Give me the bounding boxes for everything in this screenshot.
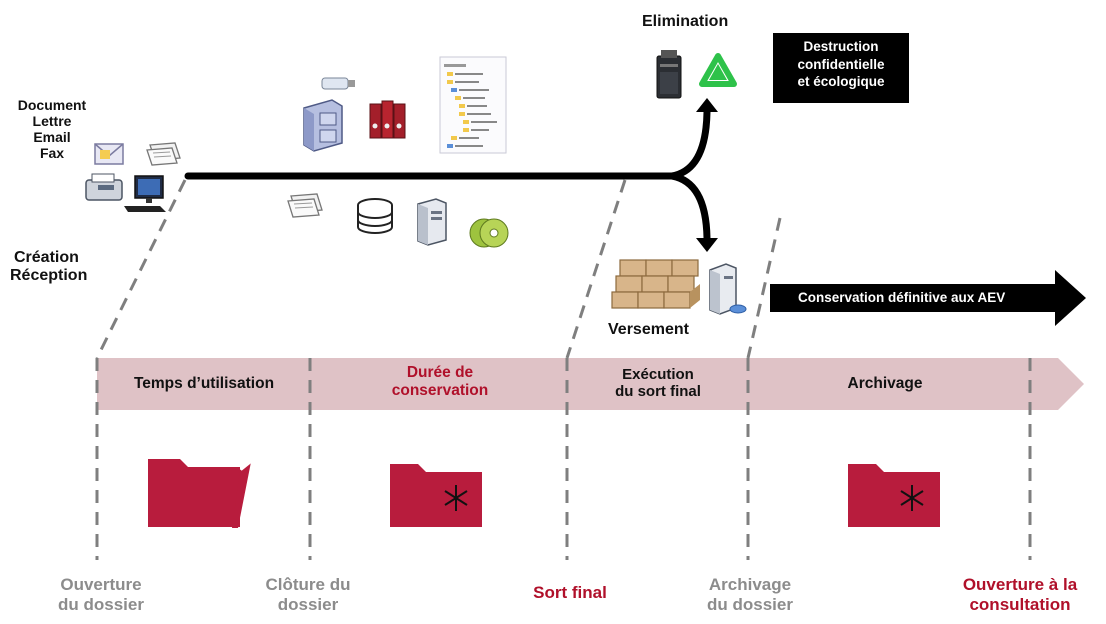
filing-cabinet-icon: [303, 99, 343, 152]
creation-line2: Réception: [10, 267, 88, 285]
binders-icon: [369, 100, 406, 139]
file-explorer-icon: [439, 56, 507, 154]
phase-retention-line1: Durée de: [406, 364, 474, 381]
milestone-consultation-line1: Ouverture à la: [962, 575, 1078, 594]
milestone-closing-line2: dossier: [277, 594, 339, 614]
fax-icon: [85, 173, 123, 201]
versement-label: Versement: [608, 321, 689, 338]
milestone-closing: Clôture du dossier: [238, 575, 378, 614]
folder-frozen-icon-2: [848, 464, 940, 527]
creation-line1: Création: [14, 249, 79, 266]
dash-line-start: [95, 179, 187, 359]
fork-down-arrowhead: [696, 238, 718, 252]
elimination-label: Elimination: [642, 13, 729, 30]
source-labels: Document Lettre Email Fax: [12, 97, 92, 161]
server-tower-icon: [417, 198, 447, 246]
source-email: Email: [33, 129, 71, 146]
phase-execution-line2: du sort final: [615, 383, 701, 401]
source-lettre: Lettre: [32, 113, 72, 130]
fork-up: [668, 108, 711, 180]
database-icon: [357, 198, 393, 234]
phase-execution: Exécution du sort final: [568, 366, 748, 401]
snowflake-icon-1: [444, 485, 468, 511]
fork-up-arrowhead: [696, 98, 718, 112]
conservation-arrow: [770, 270, 1086, 326]
destruction-line3: et écologique: [797, 74, 885, 90]
milestone-opening-line1: Ouverture: [60, 575, 142, 594]
archive-boxes-icon: [611, 259, 700, 309]
milestone-final: Sort final: [533, 583, 607, 602]
folder-open-icon: [148, 459, 252, 528]
destruction-box: Destruction confidentielle et écologique: [773, 33, 909, 103]
snowflake-icon-2: [900, 485, 924, 511]
milestone-archive-line2: du dossier: [707, 594, 793, 614]
paper-stack-icon: [146, 142, 181, 166]
storage-server-icon: [709, 263, 747, 315]
milestone-closing-line1: Clôture du: [265, 575, 351, 594]
destruction-line2: confidentielle: [797, 56, 885, 72]
creation-label: Création Réception: [10, 249, 87, 286]
folder-frozen-icon-1: [390, 464, 482, 527]
recycle-icon: [699, 53, 737, 87]
milestone-consultation-line2: consultation: [969, 594, 1071, 614]
milestone-opening: Ouverture du dossier: [26, 575, 176, 614]
computer-icon: [124, 175, 166, 212]
phase-band: [97, 358, 1084, 410]
milestone-opening-line2: du dossier: [58, 594, 144, 614]
source-fax: Fax: [39, 145, 65, 162]
source-document: Document: [17, 97, 87, 113]
phase-usage: Temps d’utilisation: [133, 375, 275, 392]
milestone-archive-line1: Archivage: [708, 575, 792, 594]
cd-disc-icon: [469, 218, 509, 248]
dash-line-final-slant: [565, 179, 627, 359]
phase-retention: Durée de conservation: [330, 364, 550, 400]
envelope-icon: [94, 143, 124, 165]
shredder-icon: [656, 50, 682, 99]
usb-key-icon: [321, 77, 355, 90]
dash-line-archive-slant: [746, 217, 782, 359]
phase-execution-line1: Exécution: [622, 366, 694, 383]
milestone-archive: Archivage du dossier: [675, 575, 825, 614]
phase-archiving: Archivage: [847, 375, 923, 392]
paper-stack-icon-2: [287, 193, 323, 218]
destruction-line1: Destruction: [803, 39, 879, 54]
milestone-consultation: Ouverture à la consultation: [938, 575, 1102, 614]
phase-retention-line2: conservation: [391, 381, 489, 399]
fork-down: [668, 172, 711, 242]
conservation-label: Conservation définitive aux AEV: [798, 290, 1006, 305]
